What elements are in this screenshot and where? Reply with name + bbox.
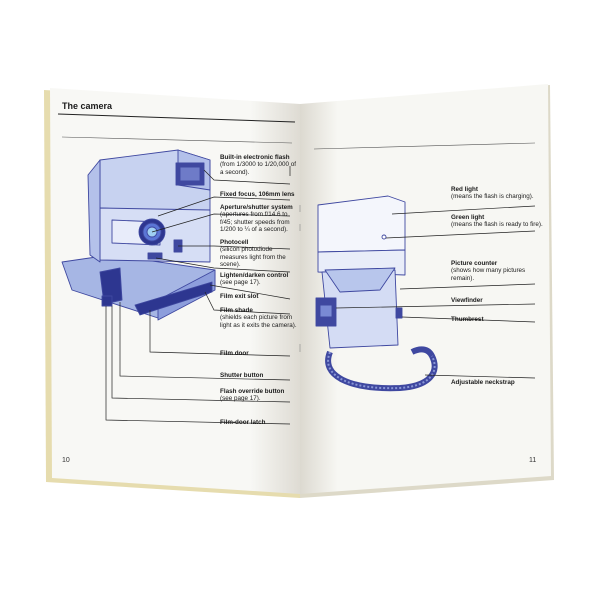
label-viewfinder: Viewfinder: [451, 297, 483, 304]
label-lighten-darken: Lighten/darken control(see page 17).: [220, 272, 289, 287]
left-callout-lines: [105, 166, 291, 425]
label-green-light: Green light(means the flash is ready to …: [451, 214, 543, 229]
label-built-in-flash: Built-in electronic flash(from 1/3000 to…: [220, 154, 296, 176]
label-red-light: Red light(means the flash is charging).: [451, 186, 534, 201]
page-title: The camera: [62, 101, 113, 111]
label-film-shade: Film shade(shields each picture from lig…: [220, 307, 297, 329]
label-picture-counter: Picture counter(shows how many pictures …: [451, 260, 526, 282]
right-page-number: 11: [529, 457, 537, 464]
label-film-exit-slot: Film exit slot: [220, 293, 259, 300]
label-shutter-button: Shutter button: [220, 372, 264, 379]
camera-front-drawing: [61, 149, 216, 321]
label-film-door: Film door: [220, 350, 249, 357]
label-aperture-shutter: Aperture/shutter system(apertures from f…: [220, 204, 293, 234]
right-callout-lines: [335, 205, 536, 379]
left-page-number: 10: [62, 457, 70, 464]
label-thumbrest: Thumbrest: [451, 316, 484, 323]
label-lens: Fixed focus, 106mm lens: [220, 191, 295, 198]
camera-back-drawing: [315, 195, 406, 349]
label-photocell: Photocell(silicon photodiode measures li…: [220, 239, 286, 269]
label-flash-override: Flash override button(see page 17).: [220, 388, 285, 403]
label-neckstrap: Adjustable neckstrap: [451, 379, 515, 386]
right-page: [300, 84, 551, 494]
title-rule: [57, 113, 296, 123]
label-film-door-latch: Film-door latch: [220, 419, 266, 426]
